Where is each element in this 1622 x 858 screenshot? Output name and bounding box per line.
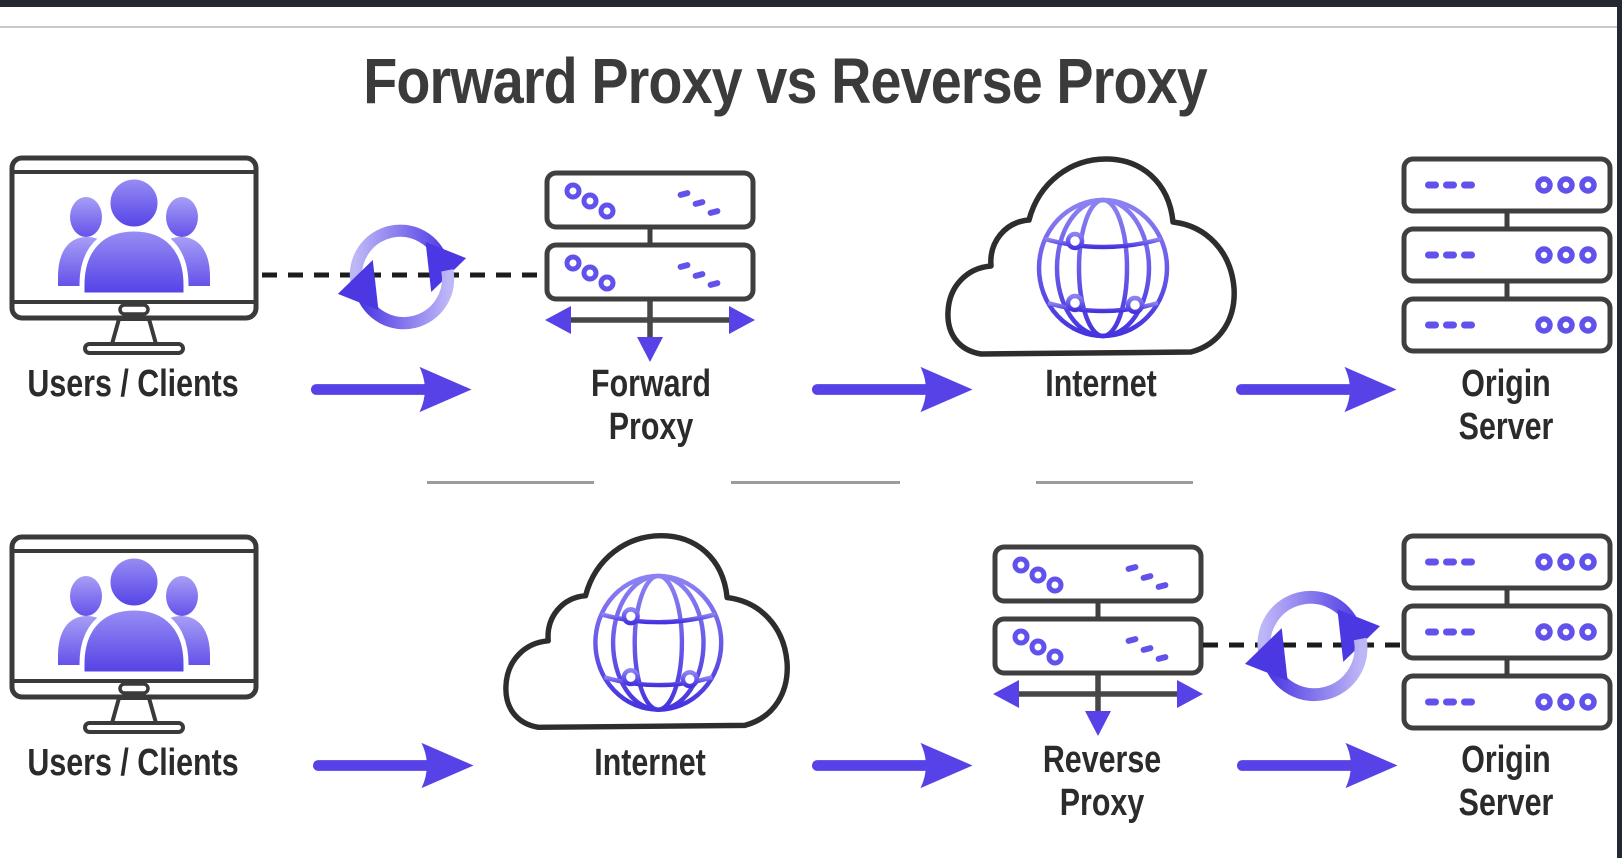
top-frame-bar [0,0,1622,7]
flow-arrow-icon [310,738,478,793]
flow-arrow-icon [809,362,977,417]
dashed-connector-line [262,272,544,278]
origin-server-label: Origin Server [1458,739,1554,824]
internet-label: Internet [594,742,706,784]
section-divider-line [1036,481,1193,484]
server-stack-icon [1400,155,1614,355]
sync-arrows-icon [336,200,468,352]
cloud-globe-icon [503,527,791,737]
server-stack-icon [1400,532,1614,732]
users-clients-label: Users / Clients [27,363,239,405]
flow-arrow-icon [1233,362,1401,417]
users-clients-label: Users / Clients [27,742,239,784]
flow-arrow-icon [1234,738,1402,793]
sync-arrows-icon [1243,567,1382,723]
flow-arrow-icon [809,738,977,793]
origin-server-label: Origin Server [1458,363,1554,448]
section-divider-line [427,481,594,484]
monitor-users-icon [8,155,260,355]
proxy-servers-icon [991,543,1205,737]
page-title: Forward Proxy vs Reverse Proxy [363,45,1207,117]
right-frame-bar [1617,0,1622,858]
flow-arrow-icon [308,362,476,417]
header-rule [0,26,1617,28]
monitor-users-icon [8,534,260,734]
cloud-globe-icon [945,156,1238,358]
reverse-proxy-label: Reverse Proxy [1042,739,1162,824]
internet-label: Internet [1045,363,1157,405]
dashed-connector-line [1203,642,1401,648]
forward-proxy-label: Forward Proxy [591,363,711,448]
proxy-servers-icon [543,169,757,363]
section-divider-line [731,481,900,484]
